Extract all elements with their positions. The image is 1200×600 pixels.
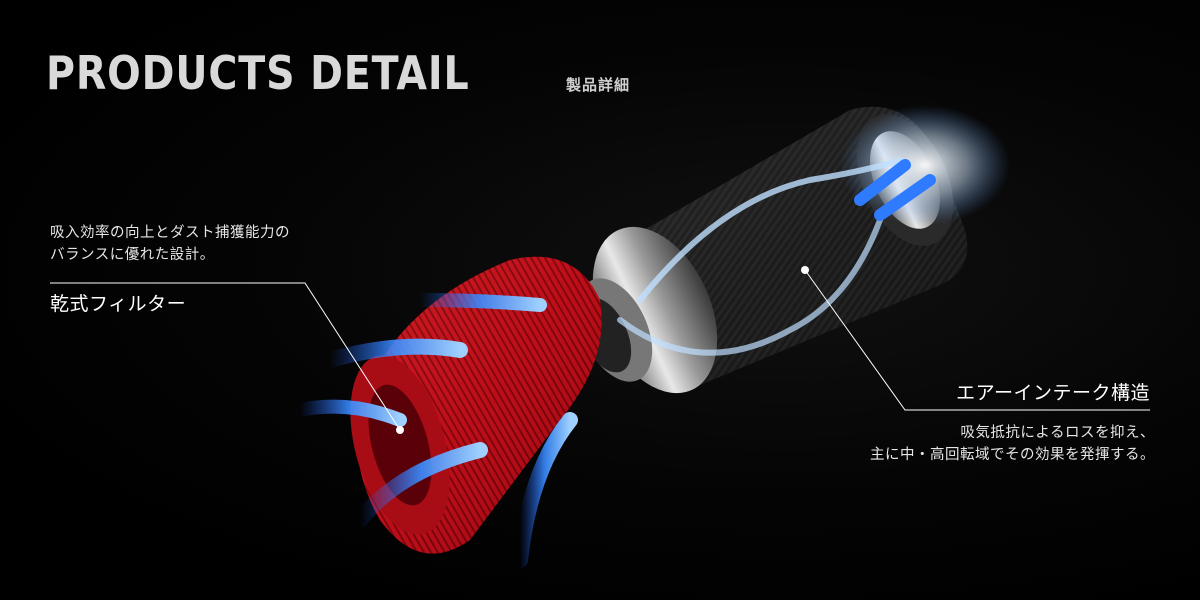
filter-description: 吸入効率の向上とダスト捕獲能力の バランスに優れた設計。	[50, 222, 290, 266]
filter-label: 乾式フィルター	[50, 293, 187, 315]
intake-description: 吸気抵抗によるロスを抑え、 主に中・高回転域でその効果を発揮する。	[870, 422, 1155, 466]
filter-description-line: 吸入効率の向上とダスト捕獲能力の	[50, 225, 290, 241]
page-title: PRODUCTS DETAIL	[46, 46, 470, 100]
intake-description-line: 吸気抵抗によるロスを抑え、	[960, 425, 1155, 441]
airflow-arrows	[293, 157, 936, 568]
page-subtitle: 製品詳細	[566, 76, 631, 94]
intake-label: エアーインテーク構造	[956, 382, 1150, 404]
leader-lines	[50, 266, 1150, 434]
filter-description-line: バランスに優れた設計。	[50, 247, 215, 263]
intake-description-line: 主に中・高回転域でその効果を発揮する。	[870, 447, 1155, 463]
